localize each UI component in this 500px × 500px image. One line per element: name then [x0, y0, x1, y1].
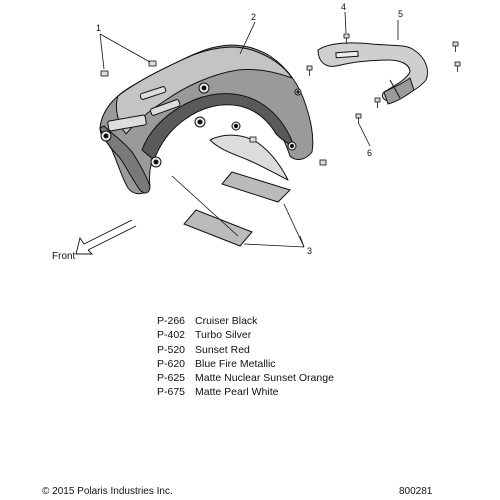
color-name: Matte Nuclear Sunset Orange	[195, 372, 334, 385]
color-option: P-402 Turbo Silver	[157, 328, 334, 342]
bolt	[343, 33, 350, 44]
color-code: P-625	[157, 372, 186, 385]
decal	[183, 171, 291, 247]
color-code: P-520	[157, 343, 186, 356]
callout-2: 2	[251, 12, 256, 22]
callout-4: 4	[341, 2, 346, 12]
callout-1: 1	[96, 23, 101, 33]
callout-3: 3	[307, 246, 312, 256]
bolt	[374, 97, 381, 108]
fender-top-surface	[115, 46, 293, 135]
color-code: P-675	[157, 386, 186, 399]
fender-lower-lip	[99, 125, 151, 194]
fender-slot	[139, 86, 167, 100]
rear-fender	[99, 44, 314, 195]
mount-hole	[233, 123, 239, 129]
front-label: Front	[52, 251, 76, 262]
front-arrow-icon	[75, 219, 137, 255]
mount-hole	[197, 119, 203, 125]
fender-exploded-view: 1 2 4 5 6 3	[75, 2, 461, 256]
color-option: P-520 Sunset Red	[157, 343, 334, 357]
decal-right	[221, 171, 291, 203]
mount-hole	[289, 143, 295, 149]
bolt	[452, 41, 459, 52]
bolt	[306, 65, 313, 76]
color-name: Cruiser Black	[195, 315, 258, 327]
color-option: P-625 Matte Nuclear Sunset Orange	[157, 371, 334, 385]
callout-5: 5	[398, 9, 403, 19]
color-name: Turbo Silver	[195, 329, 252, 342]
mount-hole	[153, 159, 159, 165]
fastener-nut	[100, 60, 157, 77]
color-name: Matte Pearl White	[195, 386, 279, 399]
color-name: Blue Fire Metallic	[195, 357, 276, 370]
color-code: P-402	[157, 329, 186, 342]
color-option: P-620 Blue Fire Metallic	[157, 357, 334, 371]
fender-bracket	[317, 42, 428, 105]
color-name: Sunset Red	[195, 343, 250, 356]
mount-hole	[201, 85, 207, 91]
fender-slot	[107, 114, 147, 132]
color-code: P-620	[157, 357, 186, 370]
decal-left	[183, 209, 253, 247]
color-option: P-266 Cruiser Black	[157, 314, 334, 328]
diagram-number: 800281	[399, 486, 433, 497]
fender-slot	[149, 99, 181, 116]
bolt	[454, 61, 461, 72]
color-option-list: P-266 Cruiser Black P-402 Turbo Silver P-5…	[157, 314, 334, 400]
fender-side-panel	[209, 134, 289, 181]
leader-lines	[99, 11, 399, 248]
mount-hole	[103, 133, 109, 139]
color-code: P-266	[157, 315, 186, 327]
copyright-text: © 2015 Polaris Industries Inc.	[42, 486, 173, 497]
fastener-nut	[249, 136, 327, 166]
fender-inner-rim	[141, 93, 295, 161]
color-option: P-675 Matte Pearl White	[157, 385, 334, 399]
bolt	[355, 113, 362, 124]
callout-6: 6	[367, 148, 372, 158]
mount-hole	[296, 90, 300, 94]
